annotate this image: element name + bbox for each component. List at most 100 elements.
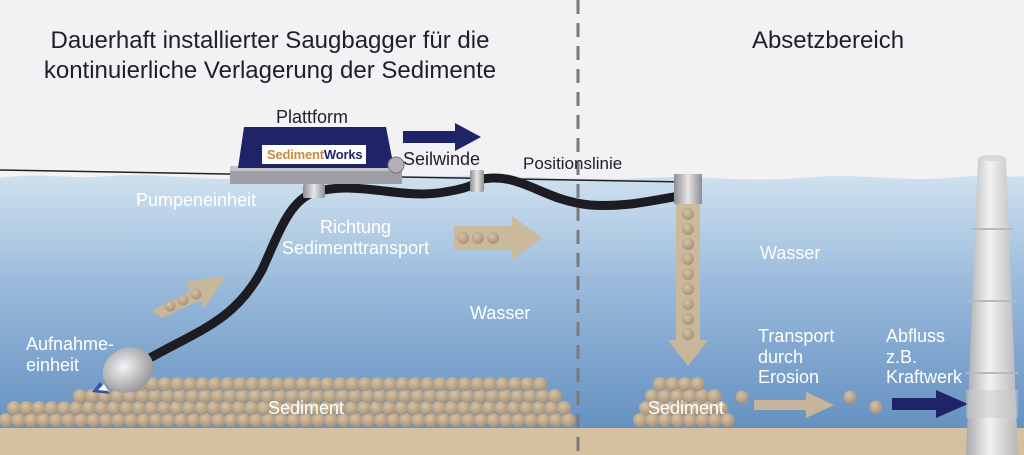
sediment-ball xyxy=(36,413,51,427)
platform-label: Plattform xyxy=(276,107,349,127)
sediment-ball xyxy=(523,389,537,403)
sediment-ball xyxy=(720,413,735,427)
sediment-ball xyxy=(157,401,171,415)
sediment-ball xyxy=(94,401,109,415)
sediment-ball xyxy=(369,401,384,415)
sediment-ball xyxy=(394,401,409,415)
sediment-ball xyxy=(320,377,335,391)
sediment-ball xyxy=(160,389,175,403)
sediment-ball xyxy=(0,413,13,427)
sediment-ball xyxy=(495,377,510,391)
winch-icon xyxy=(387,156,405,174)
sediment-ball xyxy=(843,390,857,404)
sediment-ball xyxy=(682,298,694,310)
sediment-ball xyxy=(236,413,251,427)
right-zone-title: Absetzbereich xyxy=(751,27,905,54)
sediment-ball xyxy=(374,413,388,427)
seabed xyxy=(0,428,1024,455)
sediment-ball xyxy=(32,401,46,415)
sediment-ball xyxy=(248,389,262,403)
sediment-ball xyxy=(61,413,76,427)
intake-head xyxy=(92,347,154,394)
sediment-ball xyxy=(210,389,225,403)
sediment-ball xyxy=(457,401,471,415)
sediment-ball xyxy=(423,389,437,403)
sediment-ball xyxy=(485,389,500,403)
sediment-ball xyxy=(519,401,534,415)
sediment-ball xyxy=(148,389,162,403)
sediment-ball xyxy=(473,389,487,403)
sediment-ball xyxy=(195,377,210,391)
direction-label: Richtung Sedimenttransport xyxy=(282,217,430,258)
sediment-ball xyxy=(653,377,667,391)
sediment-ball xyxy=(307,401,321,415)
sediment-ball xyxy=(633,413,647,427)
winch-fitting xyxy=(470,170,484,192)
outflow-label: Abfluss z.B. Kraftwerk xyxy=(886,326,963,388)
sediment-ball xyxy=(333,377,347,391)
sediment-ball xyxy=(498,389,512,403)
sediment-ball xyxy=(135,389,150,403)
sediment-ball xyxy=(676,401,691,415)
sediment-ball xyxy=(308,377,322,391)
sediment-ball xyxy=(107,401,121,415)
sediment-ball xyxy=(682,208,694,220)
sediment-ball xyxy=(682,313,694,325)
sediment-ball xyxy=(444,401,459,415)
sediment-pile-left xyxy=(0,377,576,427)
sediment-ball xyxy=(470,377,485,391)
sediment-ball xyxy=(690,377,705,391)
sediment-ball xyxy=(245,377,260,391)
logo-part2: Works xyxy=(323,147,363,162)
sediment-ball xyxy=(85,389,100,403)
sediment-ball xyxy=(348,389,362,403)
sediment-ball xyxy=(508,377,522,391)
sediment-ball xyxy=(482,401,496,415)
sediment-ball xyxy=(349,413,363,427)
sediment-ball xyxy=(664,401,678,415)
sediment-ball xyxy=(420,377,435,391)
sediment-ball xyxy=(344,401,359,415)
sediment-ball xyxy=(207,401,221,415)
sediment-ball xyxy=(283,377,297,391)
sediment-ball xyxy=(235,389,250,403)
sediment-ball xyxy=(487,232,499,244)
sediment-ball xyxy=(411,413,426,427)
sediment-ball xyxy=(360,389,375,403)
winch-label: Seilwinde xyxy=(403,149,481,169)
sediment-ball xyxy=(57,401,71,415)
sediment-ball xyxy=(682,283,694,295)
sediment-ball xyxy=(199,413,213,427)
sediment-ball xyxy=(198,389,212,403)
sediment-ball xyxy=(449,413,463,427)
sediment-ball xyxy=(645,413,660,427)
sediment-ball xyxy=(407,401,421,415)
sediment-ball xyxy=(419,401,434,415)
sediment-ball xyxy=(223,389,237,403)
sediment-ball xyxy=(645,389,659,403)
sediment-label-left: Sediment xyxy=(268,398,345,418)
sediment-ball xyxy=(432,401,446,415)
sediment-ball xyxy=(144,401,159,415)
sediment-ball xyxy=(232,401,246,415)
sediment-ball xyxy=(324,413,338,427)
sediment-ball xyxy=(435,389,450,403)
platform xyxy=(230,127,405,184)
sediment-ball xyxy=(458,377,472,391)
logo-part1: Sediment xyxy=(267,147,324,162)
sediment-ball xyxy=(136,413,151,427)
sediment-ball xyxy=(274,413,288,427)
sediment-ball xyxy=(258,377,272,391)
sediment-ball xyxy=(173,389,187,403)
sediment-ball xyxy=(460,389,475,403)
suction-hose xyxy=(145,173,693,363)
sediment-ball xyxy=(524,413,538,427)
left-zone-title: Dauerhaft installierter Saugbagger für d… xyxy=(43,27,497,84)
sediment-ball xyxy=(170,377,185,391)
sediment-ball xyxy=(111,413,126,427)
sediment-ball xyxy=(174,413,188,427)
sediment-ball xyxy=(658,413,672,427)
outflow-arrow xyxy=(892,390,968,418)
sediment-ball xyxy=(532,401,546,415)
